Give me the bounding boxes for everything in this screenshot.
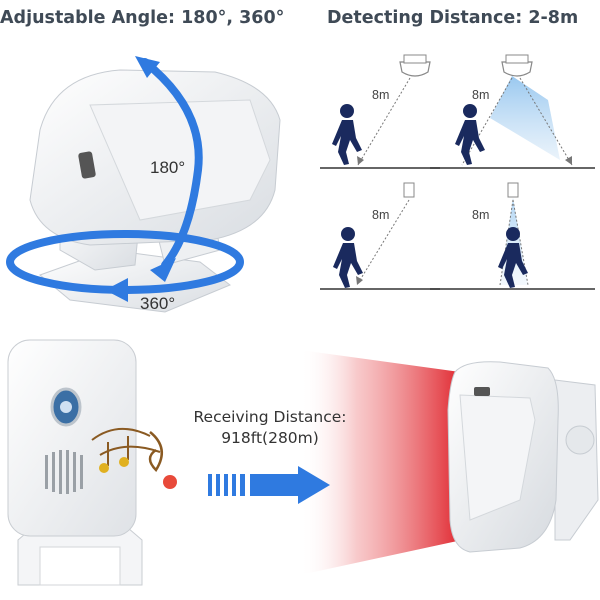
- person-icon: [332, 104, 362, 165]
- diagram-ceiling-mount-idle: [320, 182, 440, 290]
- receiver-body: [7, 339, 137, 537]
- person-icon: [333, 227, 363, 288]
- distance-label-4: 8m: [472, 208, 490, 222]
- arrow-180-arc: [141, 58, 203, 269]
- receiving-distance-label: Receiving Distance: 918ft(280m): [185, 407, 355, 449]
- distance-label-1: 8m: [372, 88, 390, 102]
- motion-sensor-rotation-illustration: [6, 56, 281, 313]
- music-notes-icon: [91, 427, 161, 466]
- distance-label-3: 8m: [372, 208, 390, 222]
- speaker-grille-icon: [45, 450, 83, 494]
- diagram-ceiling-mount-active: [430, 182, 595, 290]
- detecting-distance-diagrams: [320, 54, 595, 290]
- red-signal-beam: [300, 350, 462, 575]
- label-180-degrees: 180°: [150, 158, 186, 177]
- label-360-degrees: 360°: [140, 294, 176, 313]
- person-icon: [455, 104, 485, 165]
- motion-sensor-transmitter: [447, 361, 599, 553]
- distance-label-2: 8m: [472, 88, 490, 102]
- detecting-distance-title: Detecting Distance: 2-8m: [327, 8, 579, 28]
- receiving-distance-value: 918ft(280m): [221, 429, 319, 447]
- transmitter-port: [474, 387, 490, 396]
- person-icon: [498, 227, 528, 288]
- adjustable-angle-title: Adjustable Angle: 180°, 360°: [0, 8, 285, 28]
- receiving-distance-title: Receiving Distance:: [193, 408, 347, 426]
- receiver-chime-device: [7, 339, 177, 586]
- sensor-port: [78, 151, 96, 179]
- diagram-side-mount-active: [430, 54, 595, 169]
- diagram-side-mount-idle: [320, 54, 440, 169]
- signal-direction-arrow: [208, 466, 330, 504]
